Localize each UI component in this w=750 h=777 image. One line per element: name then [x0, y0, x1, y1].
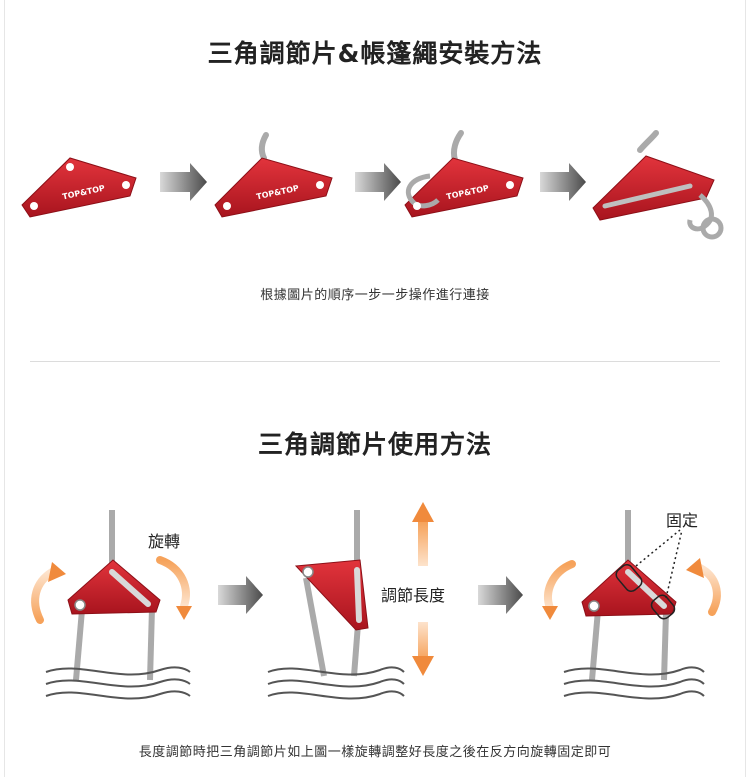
usage-panel2	[267, 502, 434, 700]
usage-title: 三角調節片使用方法	[257, 430, 492, 459]
usage-panel3	[542, 510, 721, 700]
step-arrow-1	[160, 163, 207, 201]
fix-label: 固定	[666, 511, 699, 530]
step-arrow-2	[355, 163, 401, 201]
install-title: 三角調節片&帳篷繩安裝方法	[207, 39, 543, 68]
adjust-length-label: 調節長度	[381, 586, 446, 605]
usage-arrow-1	[218, 576, 263, 614]
step4-tensioner	[592, 130, 724, 240]
install-caption: 根據圖片的順序一步一步操作進行連接	[260, 288, 490, 303]
section-divider	[30, 361, 720, 362]
step2-tensioner	[214, 132, 333, 218]
usage-panel1	[31, 510, 192, 700]
left-frame-line	[4, 0, 5, 777]
step3-tensioner	[404, 130, 524, 218]
right-frame-line	[745, 0, 746, 777]
step1-tensioner	[21, 157, 137, 218]
usage-arrow-2	[478, 576, 523, 614]
step-arrow-3	[540, 163, 586, 201]
usage-caption: 長度調節時把三角調節片如上圖一樣旋轉調整好長度之後在反方向旋轉固定即可	[138, 745, 612, 760]
rotate-label: 旋轉	[148, 532, 181, 551]
